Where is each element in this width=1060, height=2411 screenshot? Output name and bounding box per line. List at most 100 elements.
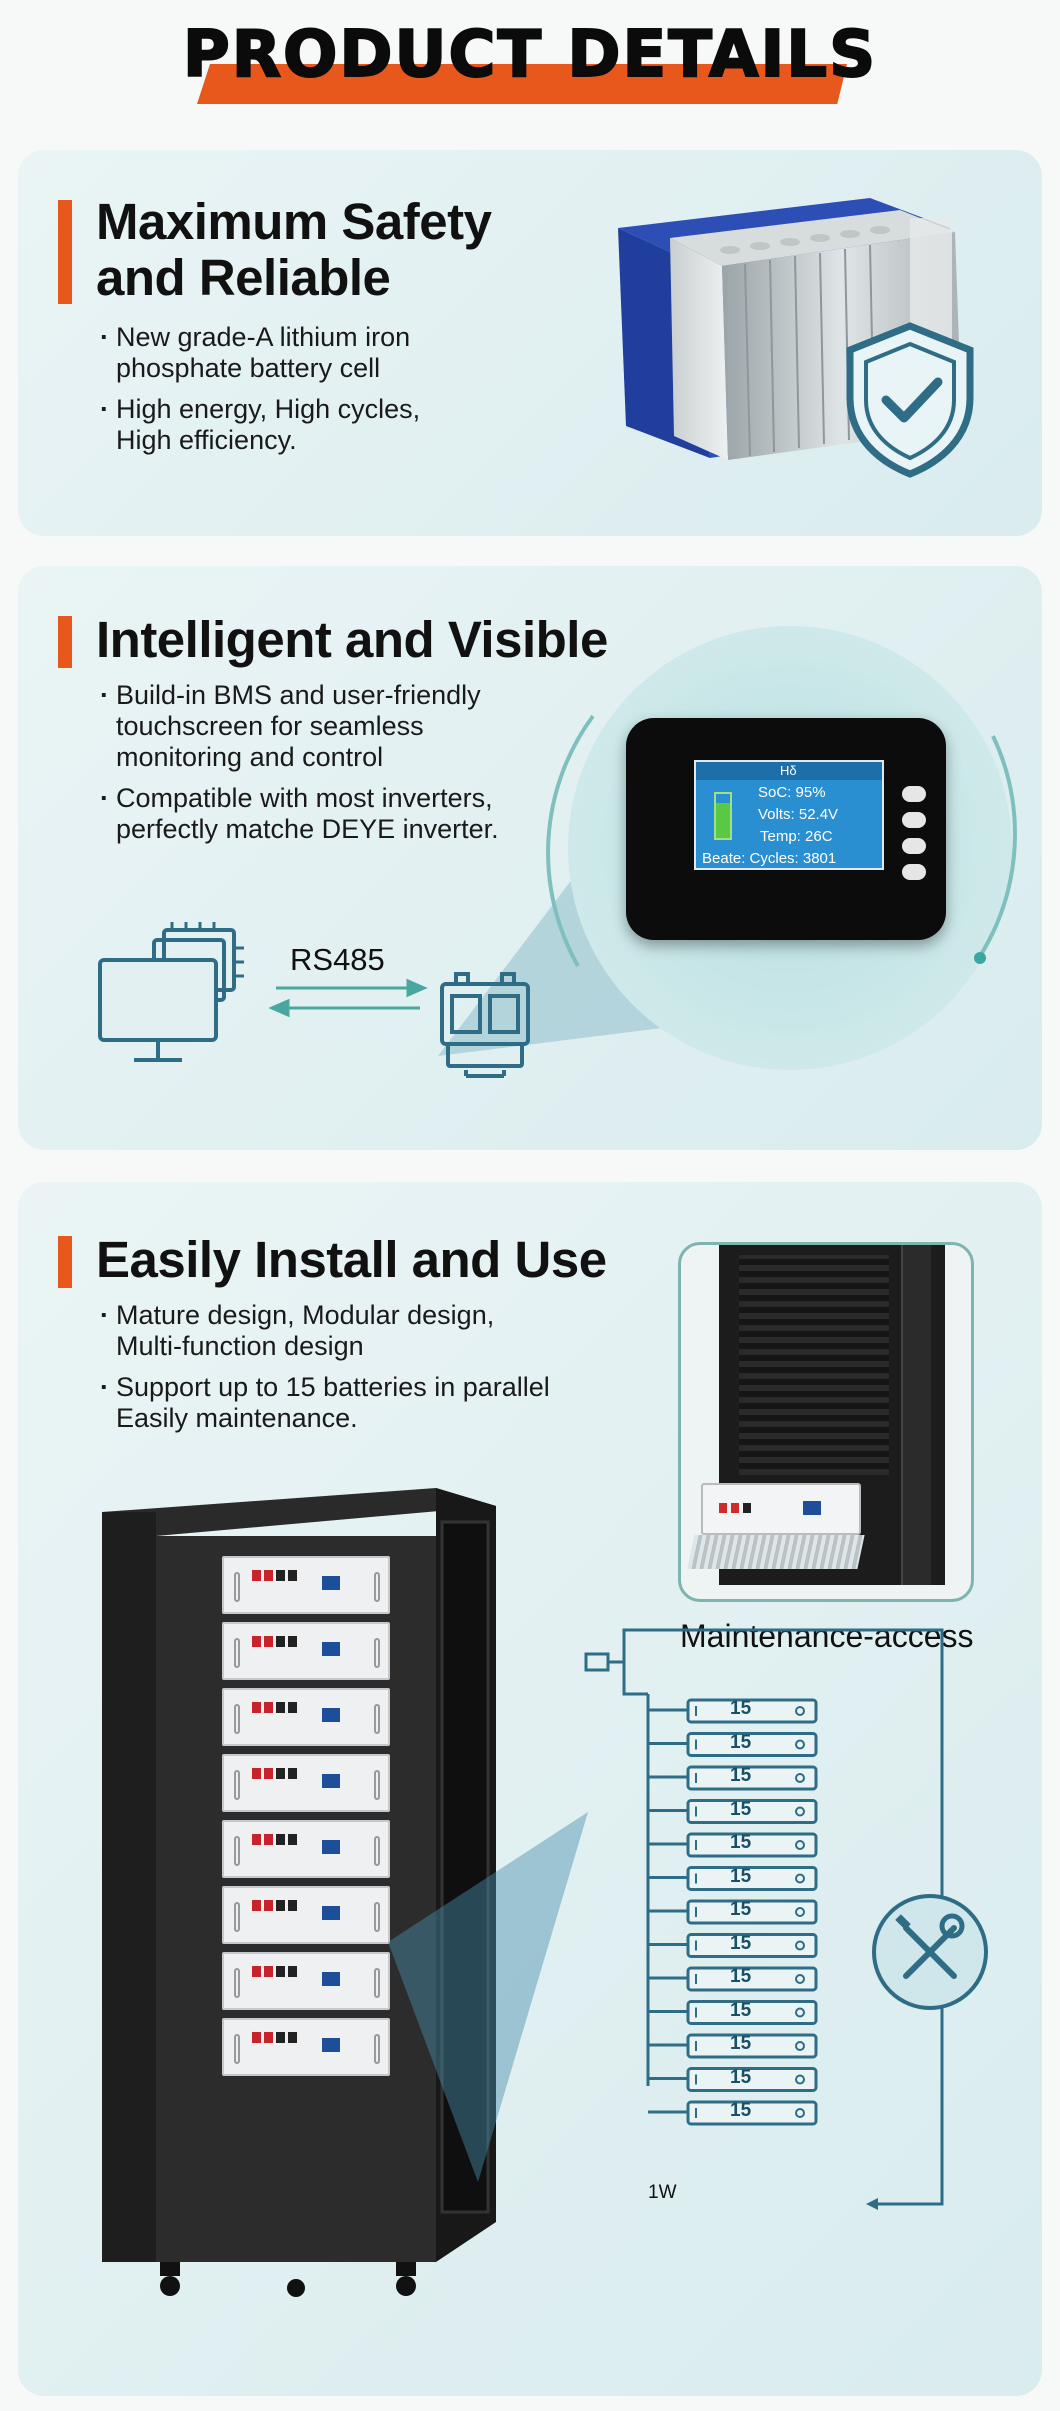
module-indicator — [795, 2074, 805, 2085]
feature-text: Easily maintenance. — [116, 1403, 358, 1433]
feature-text: phosphate battery cell — [116, 353, 381, 383]
feature-text: Support up to 15 batteries in parallel — [116, 1372, 550, 1402]
panel-button-3[interactable] — [902, 838, 926, 854]
module-indicator — [795, 1840, 805, 1850]
parallel-battery-module — [686, 1698, 818, 1724]
module-number: 15 — [730, 2066, 752, 2088]
panel-button-4[interactable] — [902, 864, 926, 880]
module-indicator — [795, 1773, 805, 1783]
feature-item: New grade-A lithium iron phosphate batte… — [100, 322, 420, 384]
module-number: 15 — [730, 1865, 752, 1887]
feature-item: Support up to 15 batteries in parallel E… — [100, 1372, 550, 1434]
module-indicator — [795, 2108, 805, 2118]
title-line: and Reliable — [96, 249, 391, 306]
touchscreen[interactable]: Hδ SoC: 95% Volts: 52.4V Temp: 26C Beate… — [694, 760, 884, 870]
parallel-battery-module — [686, 1832, 818, 1858]
parallel-battery-module — [686, 2100, 818, 2126]
module-number: 15 — [730, 1798, 752, 1820]
panel-button-2[interactable] — [902, 812, 926, 828]
module-indicator — [795, 1739, 805, 1750]
cycles-readout: Beate: Cycles: 3801 — [702, 850, 837, 867]
bidirectional-arrows — [268, 978, 428, 1018]
rack-battery-module — [222, 1622, 390, 1680]
rack-battery-module — [222, 2018, 390, 2076]
module-number: 15 — [730, 1999, 752, 2021]
rack-battery-module — [222, 1886, 390, 1944]
maintenance-photo — [678, 1242, 974, 1602]
parallel-battery-module — [686, 1966, 818, 1992]
rack-battery-module — [222, 1754, 390, 1812]
shield-check-icon — [846, 322, 974, 478]
module-indicator — [795, 1806, 805, 1817]
plug-icon — [584, 1652, 610, 1672]
module-indicator — [795, 2041, 805, 2051]
section-install: Easily Install and Use Mature design, Mo… — [18, 1182, 1042, 2396]
soc-readout: SoC: 95% — [758, 784, 826, 801]
wrench-screwdriver-icon — [872, 1894, 988, 2010]
module-number: 15 — [730, 1832, 752, 1853]
arrow-head — [866, 2198, 878, 2210]
module-number: 15 — [730, 2100, 752, 2121]
module-number: 15 — [730, 1899, 752, 1920]
battery-level-icon — [714, 792, 732, 840]
section-safety: Maximum Safety and Reliable New grade-A … — [18, 150, 1042, 536]
section-title: Easily Install and Use — [96, 1231, 607, 1288]
diagram-label: 1W — [648, 2182, 677, 2203]
parallel-connection-diagram — [584, 1628, 944, 2210]
section-title: Intelligent and Visible — [96, 611, 608, 668]
rack-battery-module — [222, 1688, 390, 1746]
feature-item: High energy, High cycles, High efficienc… — [100, 394, 420, 456]
feature-text: Multi-function design — [116, 1331, 364, 1361]
feature-text: Compatible with most inverters, — [116, 783, 493, 813]
parallel-battery-module — [686, 1732, 818, 1757]
temp-readout: Temp: 26C — [760, 828, 833, 845]
feature-item: Mature design, Modular design, Multi-fun… — [100, 1300, 550, 1362]
rs485-label: RS485 — [290, 942, 385, 977]
module-indicator — [795, 1907, 805, 1917]
rack-battery-module — [222, 1952, 390, 2010]
parallel-battery-module — [686, 2000, 818, 2025]
feed-line — [608, 1660, 648, 1696]
parallel-battery-module — [686, 1933, 818, 1958]
feature-text: Build-in BMS and user-friendly — [116, 680, 481, 710]
feature-list: New grade-A lithium iron phosphate batte… — [100, 322, 420, 466]
module-tray — [687, 1535, 865, 1569]
module-indicator — [795, 2007, 805, 2018]
bms-display-panel: Hδ SoC: 95% Volts: 52.4V Temp: 26C Beate… — [626, 718, 946, 940]
module-number: 15 — [730, 2033, 752, 2054]
section-accent-bar — [58, 1236, 72, 1288]
module-number: 15 — [730, 1698, 752, 1719]
zoom-beam — [388, 1812, 588, 2182]
maintenance-caption: Maintenance-access — [680, 1618, 974, 1654]
module-number: 15 — [730, 1966, 752, 1987]
module-indicator — [795, 1940, 805, 1951]
section-accent-bar — [58, 200, 72, 304]
header-accent-bar — [197, 64, 847, 104]
return-line — [622, 1628, 944, 2206]
battery-module-icon — [440, 972, 530, 1078]
feature-item: Build-in BMS and user-friendly touchscre… — [100, 680, 499, 773]
section-accent-bar — [58, 616, 72, 668]
module-indicator — [795, 1974, 805, 1984]
parallel-battery-module — [686, 1765, 818, 1791]
parallel-battery-module — [686, 1899, 818, 1925]
section-title: Maximum Safety and Reliable — [96, 193, 492, 306]
feature-text: monitoring and control — [116, 742, 384, 772]
module-indicator — [795, 1706, 805, 1716]
feature-text: touchscreen for seamless — [116, 711, 424, 741]
parallel-battery-module — [686, 2067, 818, 2092]
title-line: Maximum Safety — [96, 193, 492, 250]
rack-battery-module — [222, 1820, 390, 1878]
feature-text: Mature design, Modular design, — [116, 1300, 495, 1330]
module-number: 15 — [730, 1731, 752, 1753]
rack-door — [901, 1245, 931, 1585]
module-number: 15 — [730, 1765, 752, 1786]
module-indicator — [795, 1873, 805, 1884]
parallel-battery-module — [686, 2033, 818, 2059]
panel-button-1[interactable] — [902, 786, 926, 802]
feature-text: High energy, High cycles, — [116, 394, 421, 424]
feature-item: Compatible with most inverters, perfectl… — [100, 783, 499, 845]
section-intelligent: Intelligent and Visible Build-in BMS and… — [18, 566, 1042, 1150]
page-title: PRODUCT DETAILS — [182, 17, 878, 93]
module-number: 15 — [730, 1932, 752, 1954]
